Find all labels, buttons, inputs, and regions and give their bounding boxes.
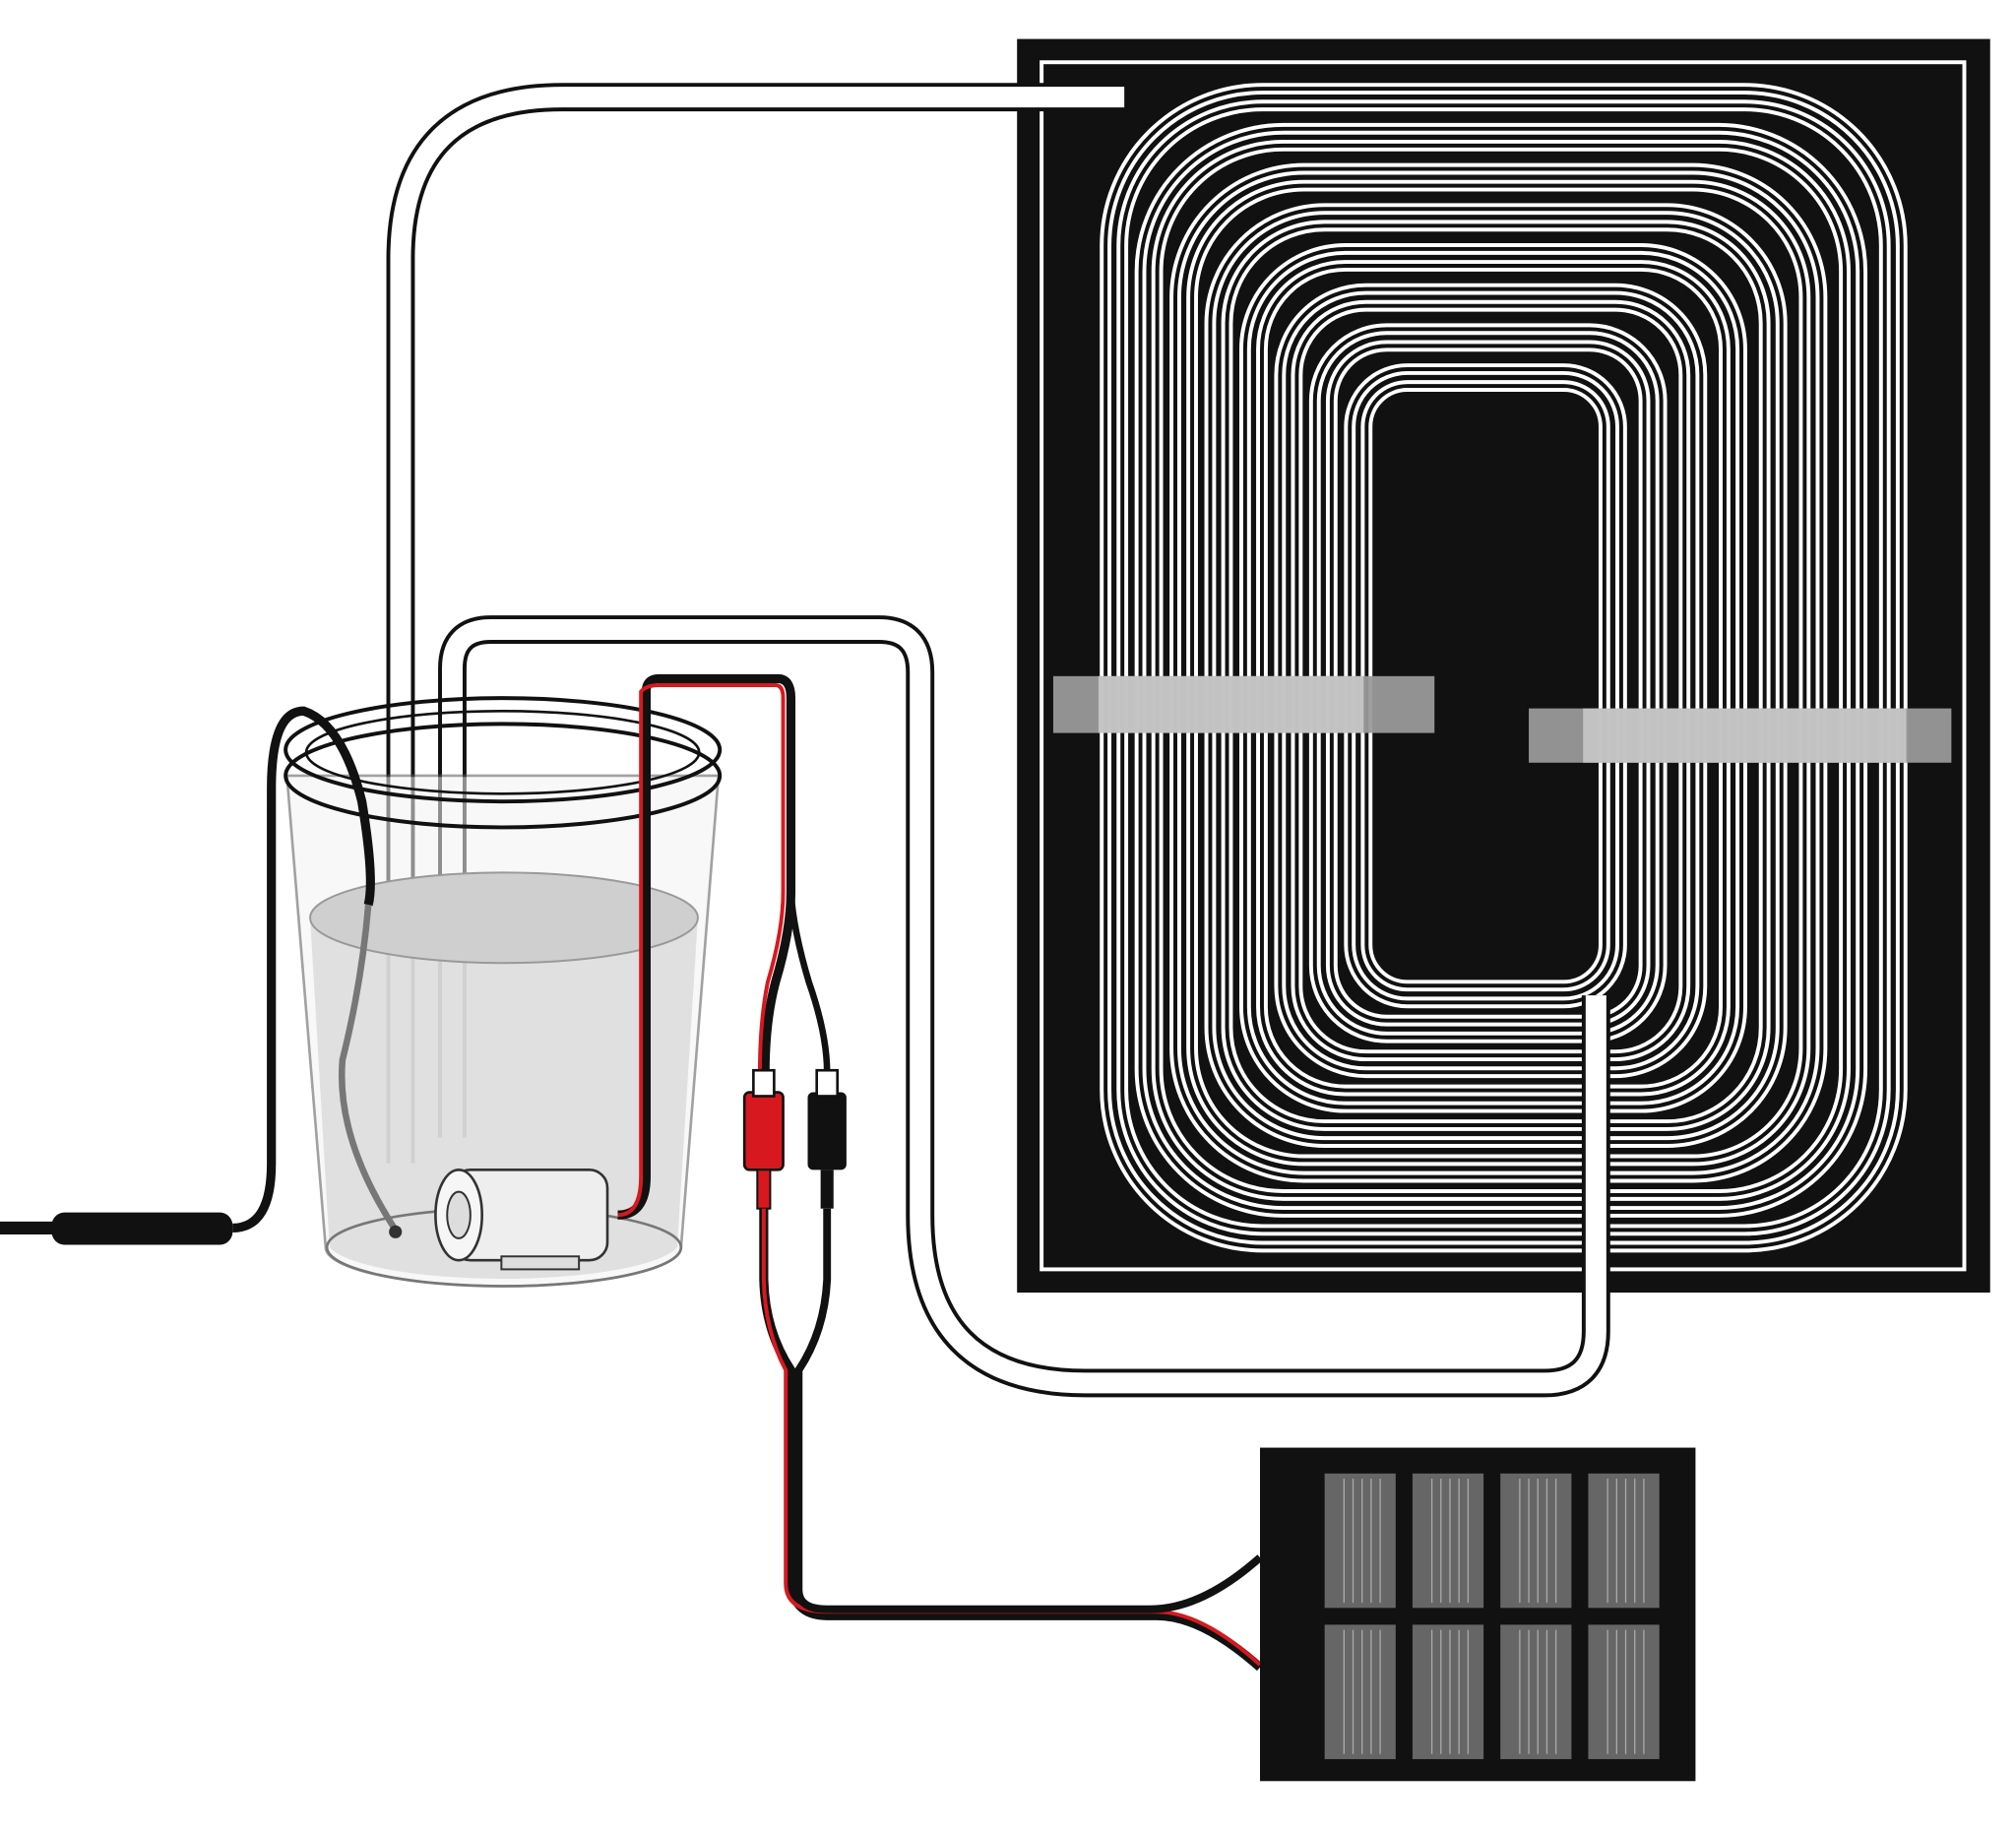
temperature-probe — [0, 706, 403, 1245]
solar-cell — [1500, 1473, 1572, 1609]
black-alligator-clip — [807, 1068, 847, 1209]
tube-loop — [1146, 134, 1857, 1207]
probe-handle — [51, 1212, 233, 1245]
red-alligator-clip — [742, 1068, 785, 1210]
solar-lead-wires — [759, 1208, 1264, 1672]
solar-cell — [1324, 1473, 1396, 1609]
solar-cell — [1588, 1473, 1660, 1609]
tape-strip-left — [1052, 675, 1435, 733]
outlet-tube — [438, 615, 1610, 1398]
tube-loop — [1111, 95, 1896, 1241]
inlet-tube — [386, 83, 1125, 1164]
solar-cell — [1324, 1624, 1396, 1759]
absorber-panel-border — [1040, 60, 1967, 1272]
tube-loop — [1180, 174, 1816, 1171]
solar-cell — [1500, 1624, 1572, 1759]
solar-cell — [1412, 1473, 1484, 1609]
pump-lead-wires — [617, 673, 831, 1220]
solar-cells — [1324, 1473, 1660, 1759]
tape-strip-right — [1529, 708, 1952, 763]
submersible-pump — [434, 1168, 609, 1271]
tube-loop — [1216, 215, 1776, 1137]
solar-cell — [1412, 1624, 1484, 1759]
solar-cell — [1588, 1624, 1660, 1759]
